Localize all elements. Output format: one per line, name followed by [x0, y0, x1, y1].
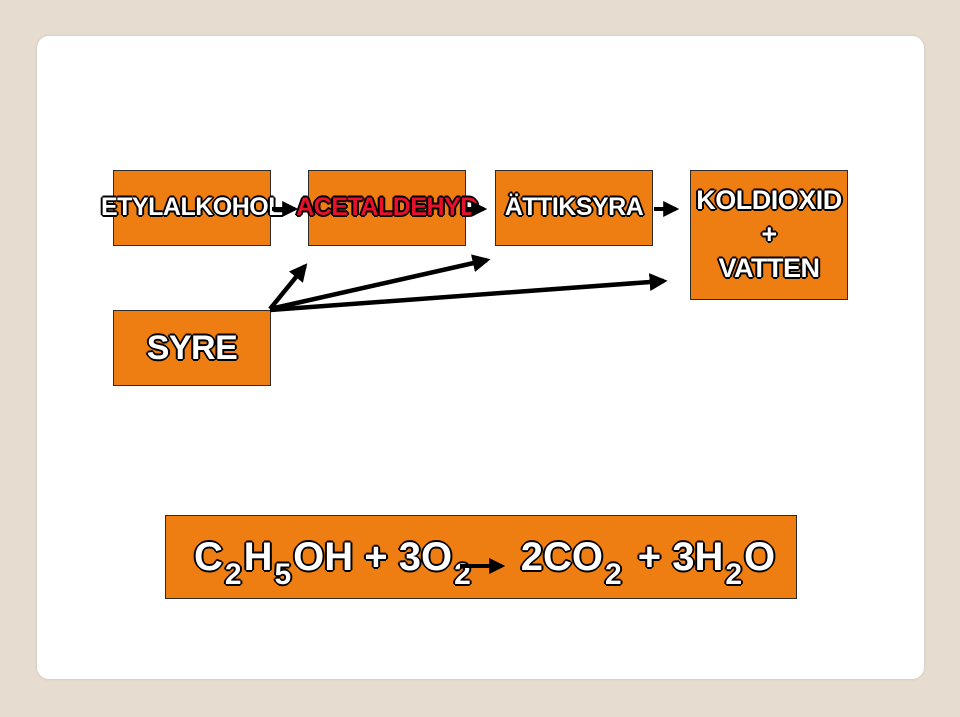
eq-c: C	[193, 534, 223, 580]
node-koldioxid-text: KOLDIOXID + VATTEN	[691, 184, 847, 285]
node-etylalkohol-label: ETYLALKOHOL	[100, 193, 284, 223]
eq-co2-subscript: 2	[604, 557, 622, 592]
eq-o: O	[743, 534, 776, 580]
eq-h-subscript: 5	[274, 557, 292, 592]
eq-h2o-subscript: 2	[725, 557, 743, 592]
node-koldioxid-vatten: KOLDIOXID + VATTEN	[690, 170, 848, 300]
eq-h: H	[243, 534, 273, 580]
eq-c-subscript: 2	[224, 557, 242, 592]
node-syre: SYRE	[113, 310, 271, 386]
eq-plus-h: + 3H	[637, 534, 724, 580]
eq-o2-subscript: 2	[453, 557, 471, 592]
node-etylalkohol: ETYLALKOHOL	[100, 170, 284, 246]
node-acetaldehyd: ACETALDEHYD	[295, 170, 479, 246]
node-koldioxid-label-line1: KOLDIOXID +	[695, 185, 843, 250]
eq-oh-plus: OH + 3O	[292, 534, 453, 580]
node-syre-label: SYRE	[146, 328, 239, 368]
node-acetaldehyd-label: ACETALDEHYD	[295, 193, 479, 223]
node-attiksyra-label: ÄTTIKSYRA	[504, 193, 645, 223]
node-koldioxid-label-line2: VATTEN	[718, 252, 821, 284]
eq-co2: 2CO	[520, 534, 604, 580]
node-attiksyra: ÄTTIKSYRA	[495, 170, 653, 246]
